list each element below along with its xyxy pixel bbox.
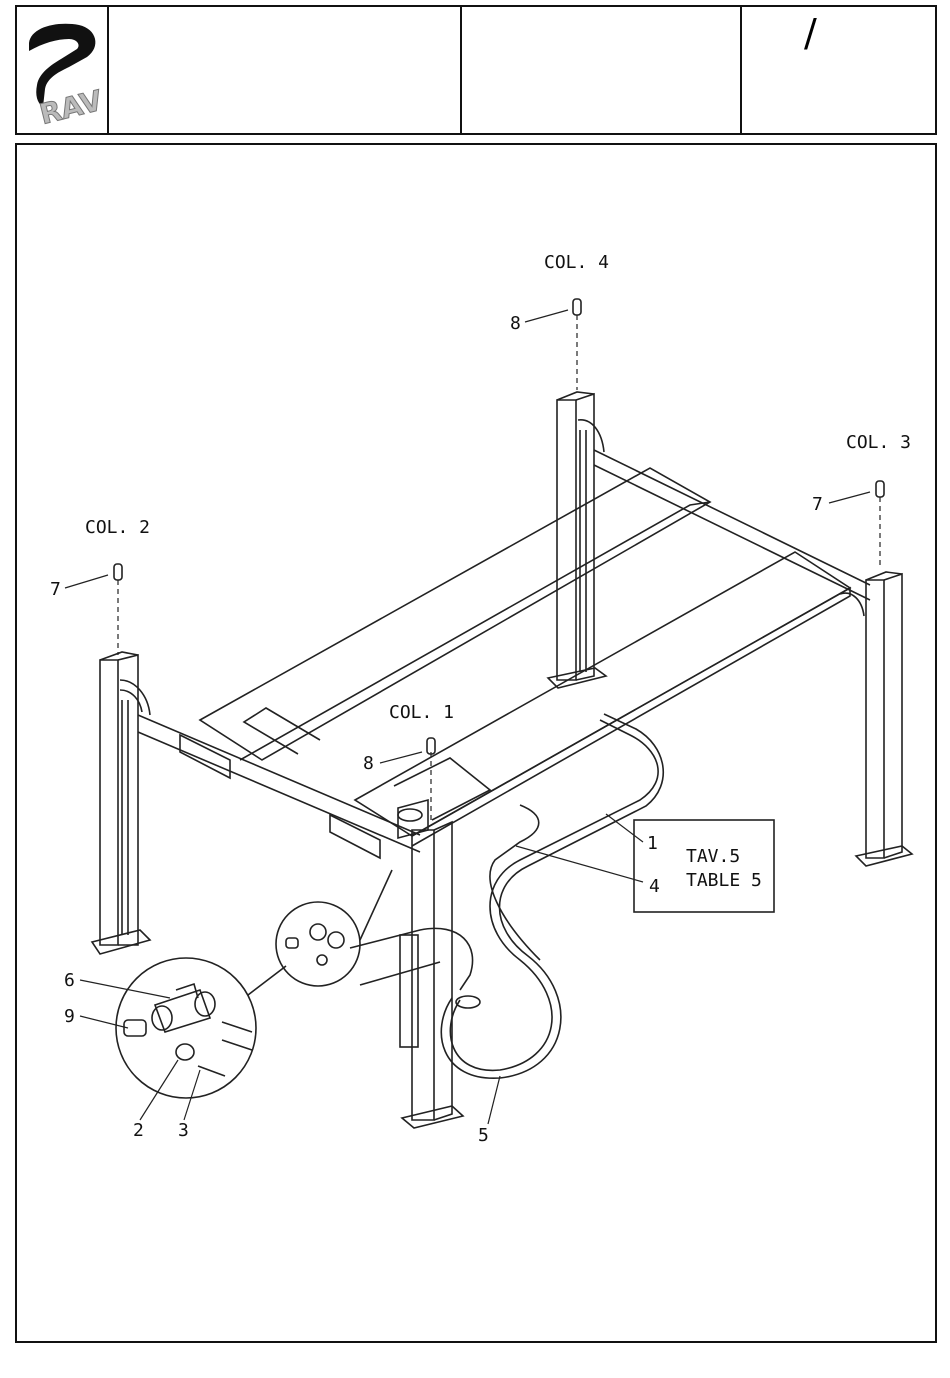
- callout-2: 2: [133, 1120, 144, 1141]
- callout-1: 1: [647, 833, 658, 854]
- column-2: [92, 652, 150, 954]
- col-4-label: COL. 4: [544, 252, 609, 273]
- detail-circles: [116, 870, 392, 1098]
- callout-9: 9: [64, 1006, 75, 1027]
- table-ref-line-1: TAV.5: [686, 846, 740, 867]
- callout-3: 3: [178, 1120, 189, 1141]
- col-3-label: COL. 3: [846, 432, 911, 453]
- callout-8-col1: 8: [363, 753, 374, 774]
- detail-fittings: [124, 924, 344, 1076]
- column-3: [840, 572, 912, 866]
- pin-centerlines: [118, 315, 880, 820]
- column-4: [548, 392, 606, 688]
- leader-lines: [65, 310, 870, 1124]
- table-ref-line-2: TABLE 5: [686, 870, 762, 891]
- callout-8-col4: 8: [510, 313, 521, 334]
- runways: [200, 468, 850, 846]
- col-2-label: COL. 2: [85, 517, 150, 538]
- hoses: [350, 714, 663, 1078]
- callout-7-col3: 7: [812, 494, 823, 515]
- callout-6: 6: [64, 970, 75, 991]
- callout-7-col2: 7: [50, 579, 61, 600]
- pins: [114, 299, 884, 754]
- crossbeams: [138, 450, 870, 858]
- col-1-label: COL. 1: [389, 702, 454, 723]
- callout-5: 5: [478, 1125, 489, 1146]
- callout-4: 4: [649, 876, 660, 897]
